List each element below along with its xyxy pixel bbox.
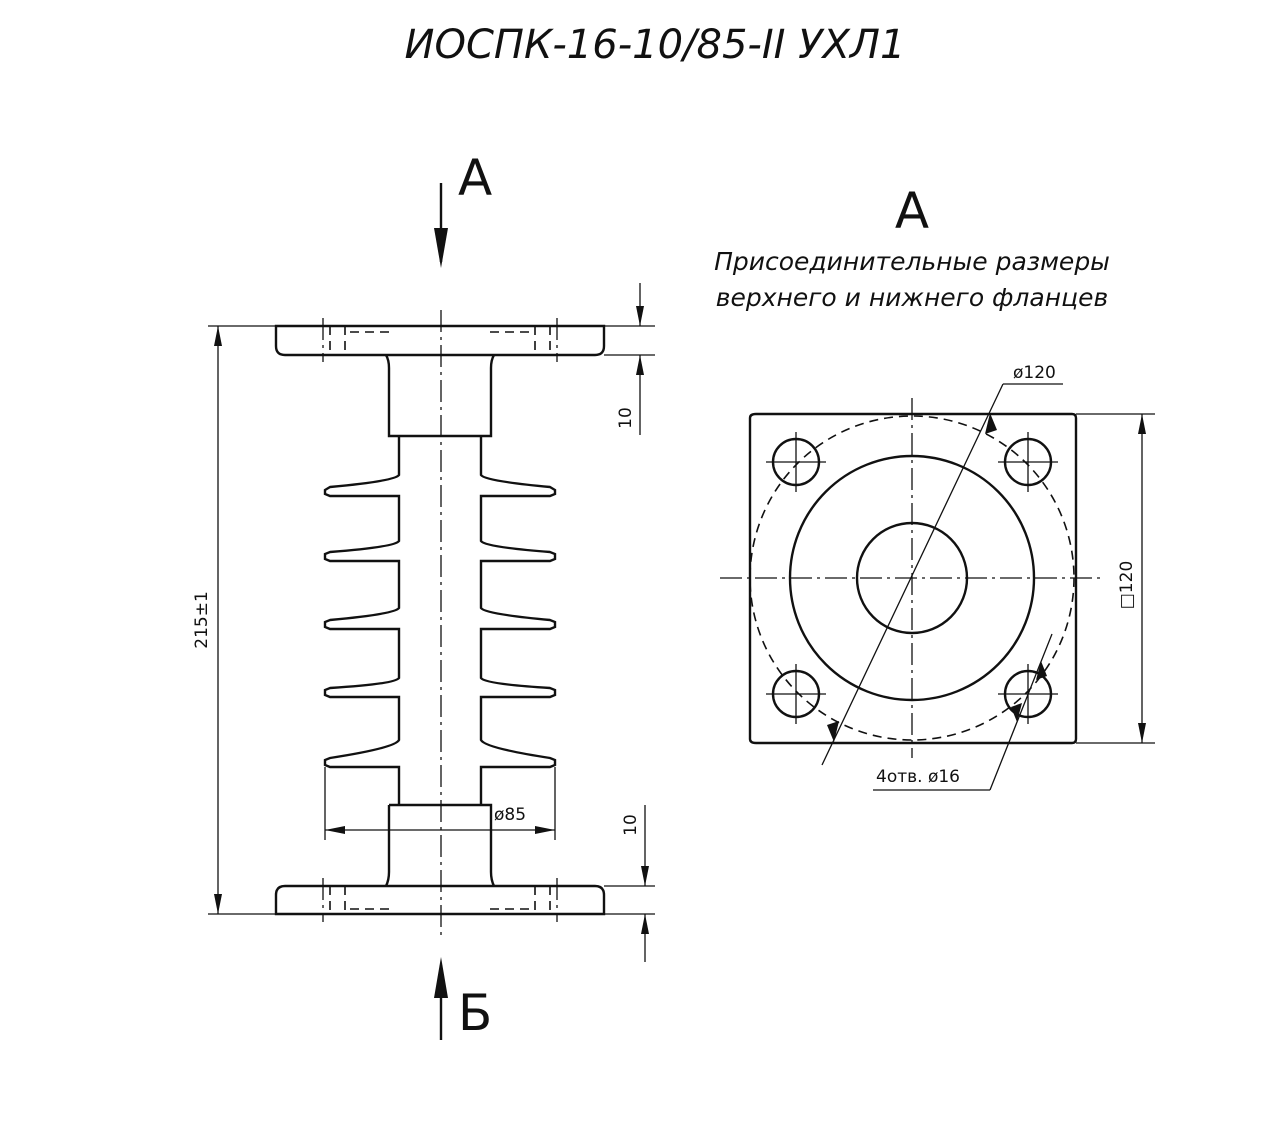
drawing-title: ИОСПК-16-10/85-II УХЛ1 (405, 22, 906, 68)
view-a-caption-line2: верхнего и нижнего фланцев (716, 283, 1108, 312)
top-flange-value: 10 (616, 407, 636, 429)
insulator-body-right (479, 436, 557, 805)
shed-diameter-dimension: ø85 (324, 767, 556, 840)
square-flange (748, 412, 1078, 745)
shed-diameter-value: ø85 (494, 805, 526, 825)
bottom-flange (274, 884, 606, 916)
bolt-circle-value: ø120 (1013, 363, 1056, 383)
height-value: 215±1 (192, 591, 212, 649)
section-arrow-b: Б (434, 957, 492, 1042)
bolt-circle-dimension: ø120 (821, 363, 1063, 766)
top-neck (384, 354, 496, 438)
square-size-value: □120 (1117, 561, 1137, 610)
square-size-dimension: □120 (1076, 413, 1155, 744)
bottom-neck (384, 803, 496, 887)
holes-value: 4отв. ø16 (876, 767, 960, 787)
top-flange-dimension: 10 (604, 283, 655, 435)
top-flange (274, 324, 606, 357)
view-a-label: А (895, 182, 929, 240)
section-label-b: Б (458, 984, 492, 1042)
insulator-body (323, 436, 401, 805)
view-a: А Присоединительные размеры верхнего и н… (714, 182, 1155, 791)
bottom-flange-dimension: 10 (604, 805, 655, 962)
section-arrow-a: А (434, 149, 492, 268)
section-label-a: А (458, 149, 492, 207)
height-dimension: 215±1 (192, 325, 276, 915)
view-a-caption-line1: Присоединительные размеры (714, 247, 1110, 276)
holes-dimension: 4отв. ø16 (873, 633, 1053, 791)
insulator-front-view: А Б (192, 149, 655, 1042)
bottom-flange-value: 10 (621, 814, 641, 836)
